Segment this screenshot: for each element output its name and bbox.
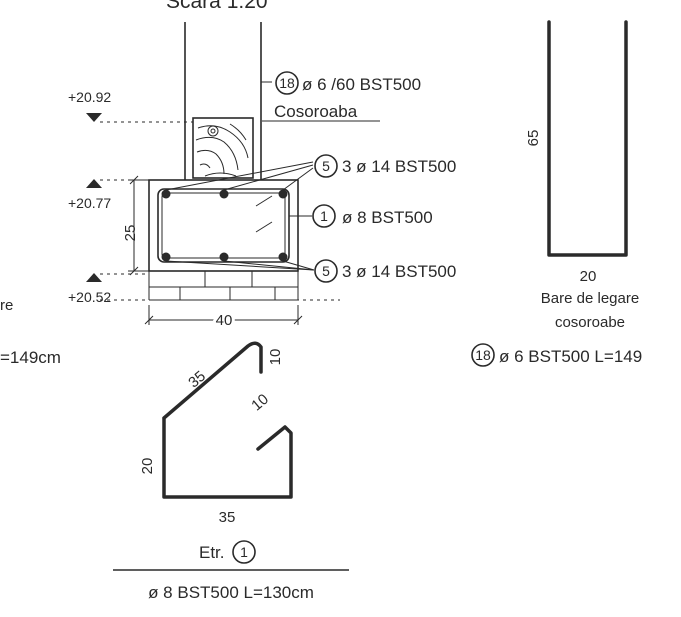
bar18-spacing-label: ø 6 /60 BST500 xyxy=(302,75,421,94)
rebar-bottom-right xyxy=(278,252,288,262)
mark-5-top-number: 5 xyxy=(322,158,330,174)
rebar-top-left xyxy=(161,189,171,199)
tie-caption-line2: cosoroabe xyxy=(555,314,625,331)
beam-outline xyxy=(148,179,299,272)
level-top-triangle xyxy=(86,113,102,122)
stirrup-spec: ø 8 BST500 L=130cm xyxy=(148,583,314,602)
cosoroaba-label: Cosoroaba xyxy=(274,102,358,121)
stirrup-shape: 35 10 10 20 35 xyxy=(139,341,293,526)
level-mid-triangle xyxy=(86,179,102,188)
level-bottom-label: +20.52 xyxy=(68,289,111,305)
tie-height-label: 65 xyxy=(525,130,542,147)
stirrup-hook-inner-label: 10 xyxy=(248,391,272,415)
rebar-bottom-mid xyxy=(219,252,229,262)
mark-1-circle xyxy=(312,204,336,228)
stirrup-hook-top-label: 10 xyxy=(267,349,284,366)
width-dimension-line xyxy=(144,305,303,325)
level-bottom-triangle xyxy=(86,273,102,282)
left-fragment-length: =149cm xyxy=(0,348,61,367)
tie-caption-line1: Bare de legare xyxy=(541,290,639,307)
tie-mark-18-number: 18 xyxy=(475,347,491,363)
section-height-label: 25 xyxy=(122,225,139,242)
mark-5-bottom-circle xyxy=(314,259,338,283)
stirrup-outline xyxy=(162,341,293,499)
level-dashes xyxy=(100,121,340,301)
mark-1-number: 1 xyxy=(320,208,328,224)
stirrup-bottom-label: 35 xyxy=(219,509,236,526)
stirrup-mark-1-circle xyxy=(232,540,256,564)
rebar-bottom-left xyxy=(161,252,171,262)
bar5-top-label: 3 ø 14 BST500 xyxy=(342,157,456,176)
stirrup-mark-1-number: 1 xyxy=(240,544,248,560)
mark-5-bottom-number: 5 xyxy=(322,263,330,279)
tie-spec-label: ø 6 BST500 L=149 xyxy=(499,347,642,366)
stirrup-title: Etr. xyxy=(199,543,225,562)
tie-bar-shape: 65 20 Bare de legare cosoroabe 18 ø 6 BS… xyxy=(471,20,642,367)
stirrup-diag-label: 35 xyxy=(185,368,209,392)
timber-grain xyxy=(195,123,249,177)
mark-18-circle xyxy=(275,71,299,95)
level-mid-label: +20.77 xyxy=(68,195,111,211)
tie-width-label: 20 xyxy=(580,268,597,285)
masonry-courses xyxy=(148,271,299,301)
mark-18-number: 18 xyxy=(279,75,295,91)
scale-title: Scara 1:20 xyxy=(166,0,268,13)
stirrup-in-section xyxy=(157,188,290,263)
cross-section: +20.92 +20.77 +20.52 25 40 18 ø 6 /60 BS… xyxy=(68,22,456,332)
rebar-top-mid xyxy=(219,189,229,199)
rebar-top-right xyxy=(278,189,288,199)
left-fragment-word: re xyxy=(0,297,13,314)
leader-lines xyxy=(165,81,380,271)
bar5-bottom-label: 3 ø 14 BST500 xyxy=(342,262,456,281)
height-dimension-line xyxy=(128,175,149,276)
stirrup-title-block: Etr. 1 ø 8 BST500 L=130cm xyxy=(113,540,349,602)
bar1-label: ø 8 BST500 xyxy=(342,208,433,227)
tie-bar-u xyxy=(547,20,628,257)
section-width-label: 40 xyxy=(216,312,233,329)
mark-5-top-circle xyxy=(314,154,338,178)
level-top-label: +20.92 xyxy=(68,89,111,105)
tie-mark-18-circle xyxy=(471,343,495,367)
timber-beam xyxy=(192,117,254,179)
stirrup-height-label: 20 xyxy=(139,458,156,475)
